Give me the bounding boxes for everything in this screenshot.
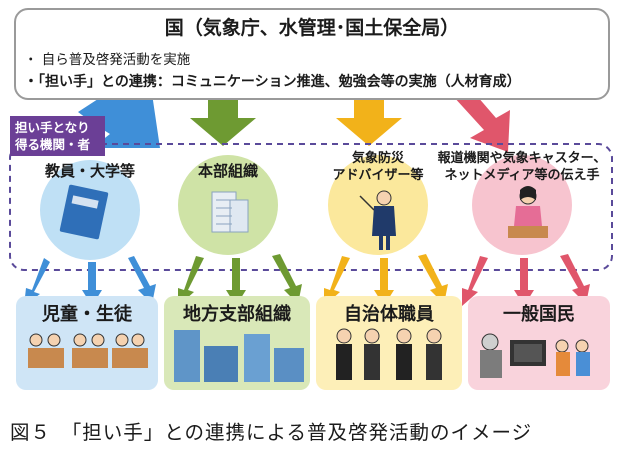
- group-dashed-border: [9, 143, 613, 271]
- tag-line-1: 担い手となり: [15, 120, 90, 135]
- municipal-staff-icon: [336, 328, 442, 380]
- branch-buildings-icon: [174, 330, 304, 382]
- arrows-to-students: [24, 256, 156, 306]
- arrow-to-advisers: [336, 98, 402, 146]
- newscaster-icon: [508, 186, 548, 238]
- label-municipal-staff: 自治体職員: [344, 304, 434, 325]
- label-students: 児童・生徒: [42, 304, 132, 325]
- label-local-branches: 地方支部組織: [183, 304, 291, 325]
- label-headquarters: 本部組織: [197, 162, 258, 180]
- label-general-public: 一般国民: [503, 304, 575, 325]
- label-media: 報道機関や気象キャスター、 ネットメディア等の伝え手: [430, 150, 614, 184]
- arrows-to-local-branches: [178, 254, 302, 306]
- label-media-line-1: 報道機関や気象キャスター、: [437, 151, 607, 166]
- label-teachers: 教員・大学等: [44, 162, 135, 180]
- arrow-to-headquarters: [190, 98, 256, 146]
- bullet-cooperation: ・「担い手」との連携：コミュニケーション推進、勉強会等の実施（人材育成）: [24, 74, 521, 90]
- book-icon: [59, 184, 109, 240]
- building-icon: [211, 191, 249, 233]
- box-municipal-staff: [316, 296, 462, 390]
- figure-caption: 図５ 「担い手」との連携による普及啓発活動のイメージ: [10, 421, 533, 444]
- label-media-line-2: ネットメディア等の伝え手: [444, 168, 600, 183]
- circle-advisers: [328, 155, 428, 255]
- family-tv-icon: [480, 333, 590, 378]
- students-icon: [28, 333, 148, 368]
- arrows-to-general-public: [462, 254, 590, 306]
- tag-line-2: 得る機関・者: [15, 137, 91, 152]
- adviser-person-icon: [359, 190, 396, 250]
- arrows-to-municipal-staff: [324, 254, 448, 306]
- government-title: 国（気象庁、水管理･国土保全局）: [164, 17, 460, 39]
- government-box: [14, 8, 610, 100]
- label-advisers-line-1: 気象防災: [351, 151, 404, 166]
- label-advisers: 気象防災 アドバイザー等: [318, 150, 438, 184]
- box-local-branches: [164, 296, 310, 390]
- label-advisers-line-2: アドバイザー等: [332, 168, 424, 183]
- bullet-self-activity: ・ 自ら普及啓発活動を実施: [24, 52, 191, 68]
- potential-bearers-tag: 担い手となり 得る機関・者: [10, 116, 105, 156]
